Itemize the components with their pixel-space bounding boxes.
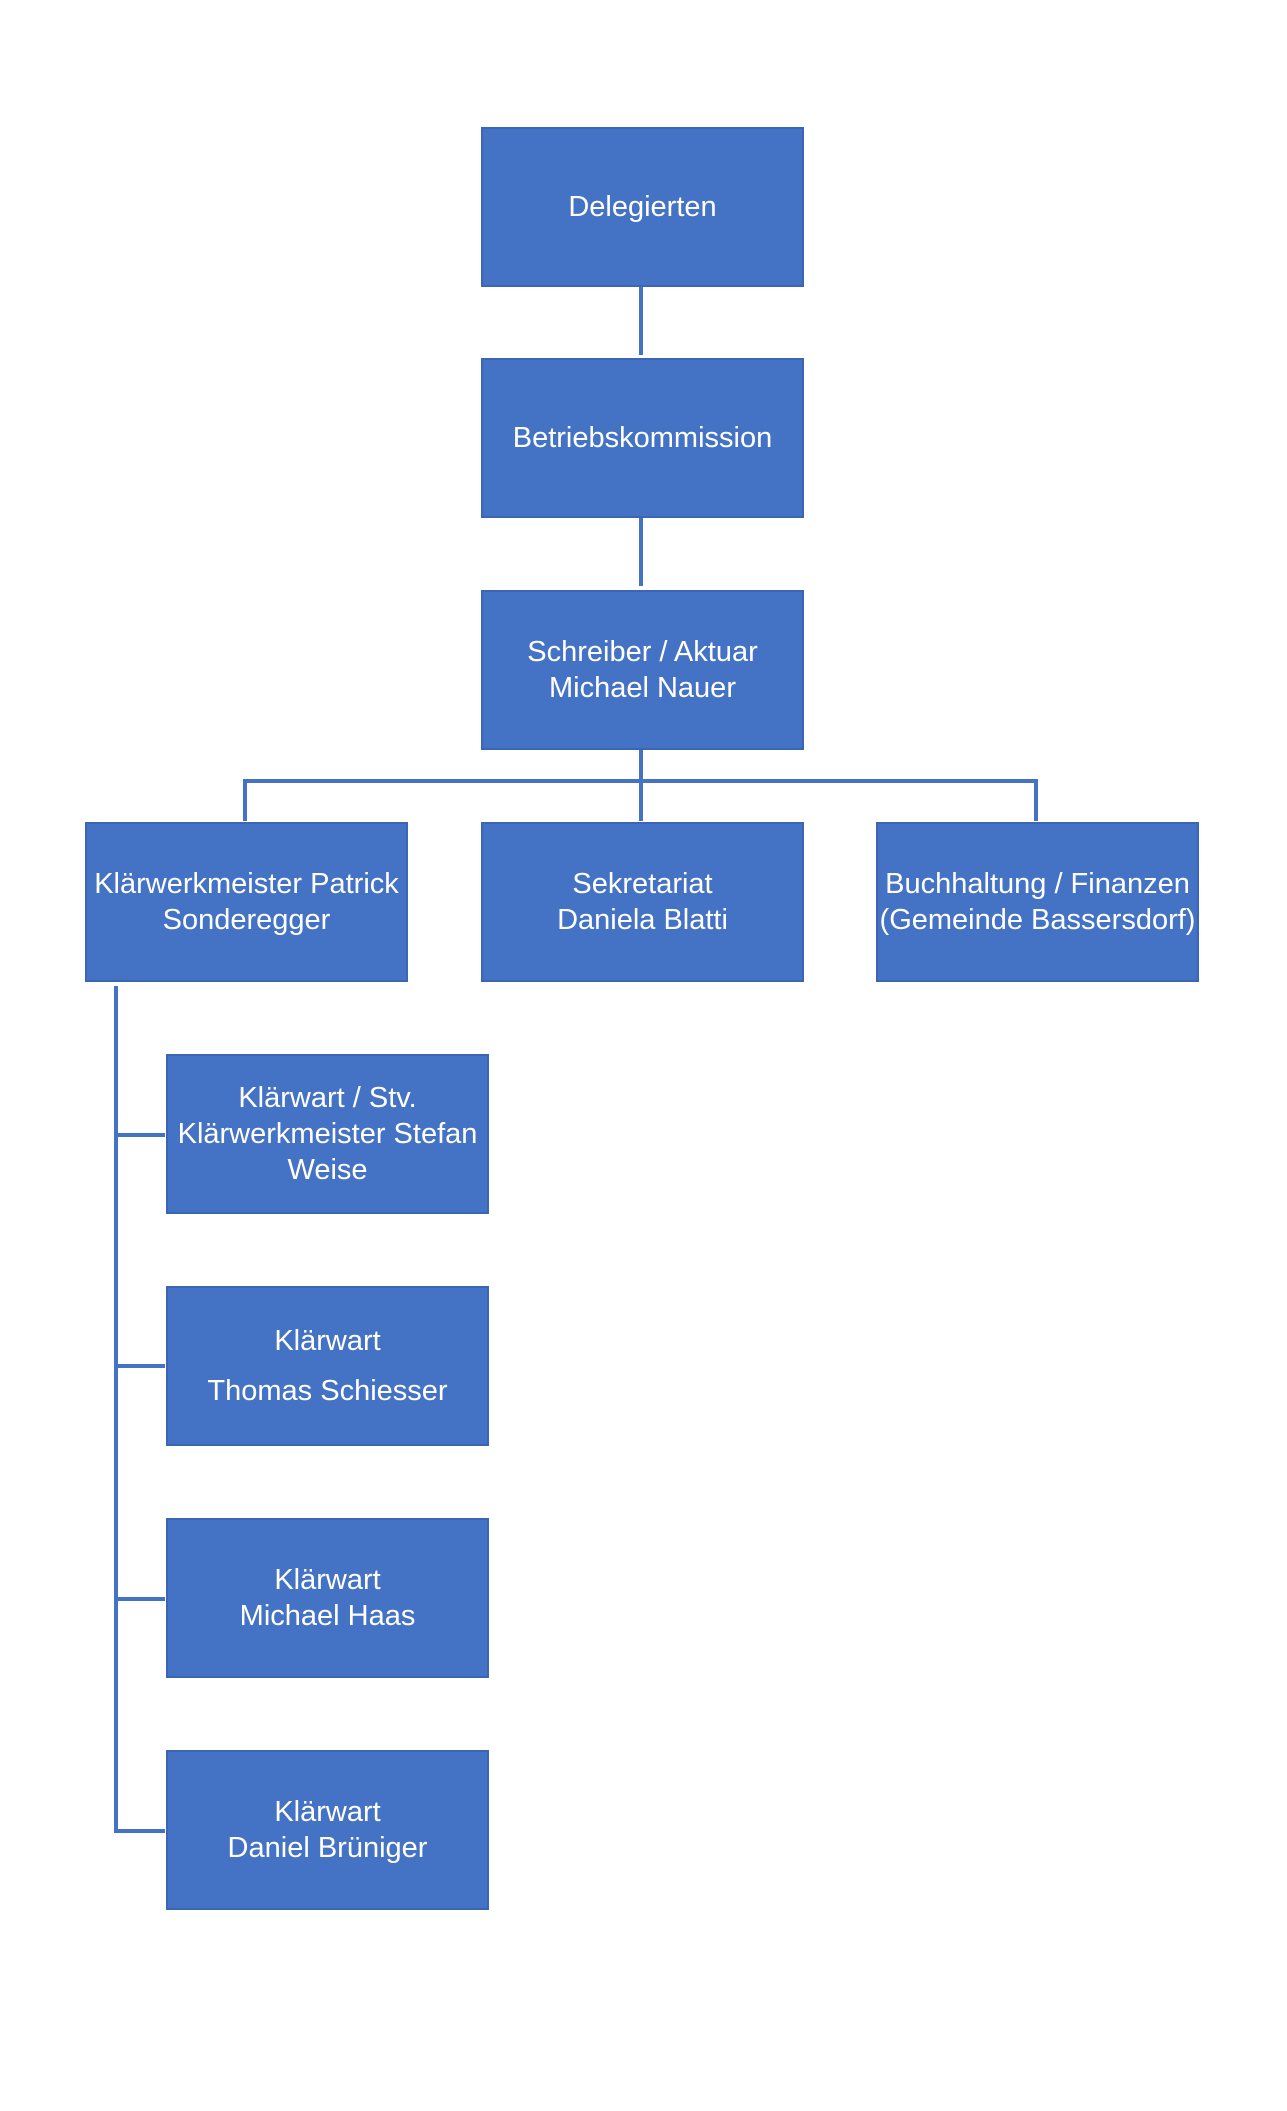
- connector-staff-3: [114, 1597, 165, 1601]
- node-sekretariat: Sekretariat Daniela Blatti: [481, 822, 804, 982]
- node-label: Buchhaltung / Finanzen: [885, 868, 1190, 900]
- connector-staff-vertical: [114, 986, 118, 1831]
- connector-staff-1: [114, 1133, 165, 1137]
- node-schreiber-aktuar: Schreiber / Aktuar Michael Nauer: [481, 590, 804, 750]
- node-buchhaltung: Buchhaltung / Finanzen (Gemeinde Bassers…: [876, 822, 1199, 982]
- node-sublabel: Weise: [287, 1154, 368, 1186]
- node-label: Klärwerkmeister Patrick: [94, 868, 399, 900]
- connector-betriebskommission-schreiber: [639, 518, 643, 586]
- node-label: Klärwart / Stv.: [238, 1082, 417, 1114]
- node-sublabel: Daniel Brüniger: [227, 1832, 428, 1864]
- node-label: Klärwart: [274, 1796, 381, 1828]
- node-klaerwart-weise: Klärwart / Stv. Klärwerkmeister Stefan W…: [166, 1054, 489, 1214]
- node-klaerwart-brueniger: Klärwart Daniel Brüniger: [166, 1750, 489, 1910]
- node-label: Sekretariat: [572, 868, 713, 900]
- node-sublabel: (Gemeinde Bassersdorf): [879, 904, 1196, 936]
- connector-schreiber-down: [639, 750, 643, 781]
- connector-branch-right-drop: [1034, 779, 1038, 821]
- node-label: Delegierten: [568, 191, 717, 223]
- connector-branch-left-drop: [243, 779, 247, 821]
- connector-branch-center-drop: [639, 779, 643, 821]
- node-label: Klärwart: [274, 1325, 381, 1357]
- node-klaerwerkmeister: Klärwerkmeister Patrick Sonderegger: [85, 822, 408, 982]
- node-betriebskommission: Betriebskommission: [481, 358, 804, 518]
- node-label: Betriebskommission: [512, 422, 773, 454]
- connector-staff-2: [114, 1364, 165, 1368]
- node-klaerwart-schiesser: Klärwart Thomas Schiesser: [166, 1286, 489, 1446]
- node-label: Klärwart: [274, 1564, 381, 1596]
- node-sublabel: Michael Nauer: [549, 672, 736, 704]
- node-sublabel: Thomas Schiesser: [207, 1375, 448, 1407]
- connector-delegierten-betriebskommission: [639, 287, 643, 355]
- connector-staff-4: [114, 1829, 165, 1833]
- node-sublabel: Daniela Blatti: [557, 904, 728, 936]
- node-delegierten: Delegierten: [481, 127, 804, 287]
- node-sublabel: Michael Haas: [239, 1600, 416, 1632]
- node-sublabel: Klärwerkmeister Stefan: [177, 1118, 478, 1150]
- node-label: Schreiber / Aktuar: [527, 636, 758, 668]
- node-sublabel: Sonderegger: [162, 904, 331, 936]
- node-klaerwart-haas: Klärwart Michael Haas: [166, 1518, 489, 1678]
